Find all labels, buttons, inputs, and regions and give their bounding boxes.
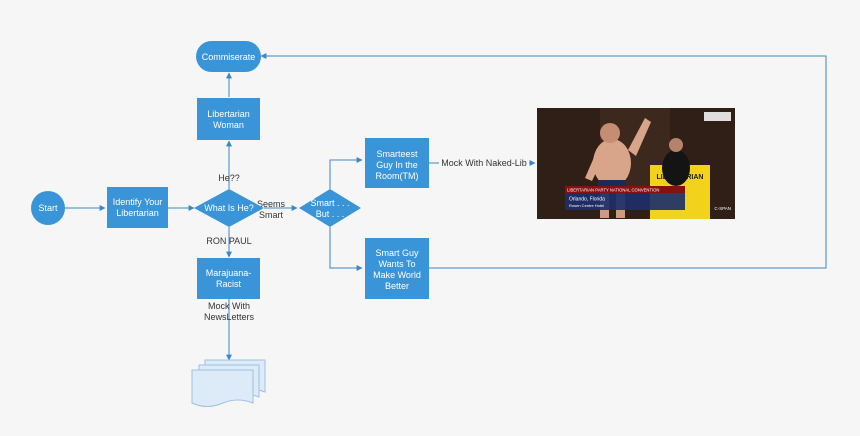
commiserate-label: Commiserate	[202, 52, 256, 62]
marajuana-racist-line1: Marajuana-	[206, 268, 252, 278]
figure-torso	[593, 139, 631, 187]
identify-label-line1: Identify Your	[113, 197, 163, 207]
smart-guy-line1: Smart Guy	[375, 248, 419, 258]
smart-but-line2: But . . .	[316, 209, 345, 219]
smarteest-line3: Room(TM)	[376, 171, 419, 181]
libertarian-woman-line1: Libertarian	[207, 109, 250, 119]
smart-but-decision[interactable]: Smart . . . But . . .	[299, 189, 361, 227]
what-is-he-label: What Is He?	[204, 203, 254, 213]
lower-third-title: LIBERTARIAN PARTY NATIONAL CONVENTION	[567, 188, 659, 193]
marajuana-racist-line2: Racist	[216, 279, 242, 289]
network-logo: C-SPAN	[714, 206, 731, 211]
smarteest-line2: Guy In the	[376, 160, 418, 170]
start-node[interactable]: Start	[31, 191, 65, 225]
smarteest-line1: Smarteest	[376, 149, 418, 159]
lower-third-line2: Rosen Centre Hotel	[569, 203, 604, 208]
naked-libertarian-photo: LIBERTARIAN LIBERTARIAN PARTY NATIONAL C…	[537, 108, 735, 219]
edge-smartbut-smartguy	[329, 227, 363, 271]
edge-label-bg	[439, 157, 529, 169]
marajuana-racist-node[interactable]: Marajuana- Racist	[197, 258, 260, 299]
corner-bug	[704, 112, 731, 121]
smart-guy-line4: Better	[385, 281, 409, 291]
libertarian-woman-node[interactable]: Libertarian Woman	[197, 98, 260, 140]
edge-smartbut-smarteest	[329, 157, 363, 189]
edge-label-he: He??	[218, 173, 240, 183]
edge-label-smart: Smart	[259, 210, 284, 220]
lower-third-title-bar	[565, 186, 685, 193]
edge-label-newsletters: NewsLetters	[204, 312, 255, 322]
figure-raised-arm	[628, 118, 651, 156]
edge-label-mock-with: Mock With	[208, 301, 250, 311]
lower-third-info	[565, 193, 685, 210]
edge-smartguy-commiserate	[260, 53, 827, 269]
edge-label-seems: Seems	[257, 199, 286, 209]
edge-label-ron-paul: RON PAUL	[206, 236, 251, 246]
smart-guy-node[interactable]: Smart Guy Wants To Make World Better	[365, 238, 429, 299]
commiserate-node[interactable]: Commiserate	[196, 41, 261, 72]
newsletters-document-icon	[191, 359, 266, 407]
start-label: Start	[38, 203, 58, 213]
smart-but-line1: Smart . . .	[310, 198, 349, 208]
smart-guy-line2: Wants To	[378, 259, 415, 269]
libertarian-woman-line2: Woman	[213, 120, 244, 130]
identify-node[interactable]: Identify Your Libertarian	[107, 187, 168, 228]
figure-head	[600, 123, 620, 143]
identify-label-line2: Libertarian	[116, 208, 159, 218]
figure-shorts	[598, 180, 626, 190]
edge-label-mock-naked-lib: Mock With Naked-Lib	[441, 158, 527, 168]
smarteest-guy-node[interactable]: Smarteest Guy In the Room(TM)	[365, 138, 429, 188]
what-is-he-decision[interactable]: What Is He?	[194, 189, 264, 227]
smart-guy-line3: Make World	[373, 270, 421, 280]
lower-third-line1: Orlando, Florida	[569, 197, 605, 203]
